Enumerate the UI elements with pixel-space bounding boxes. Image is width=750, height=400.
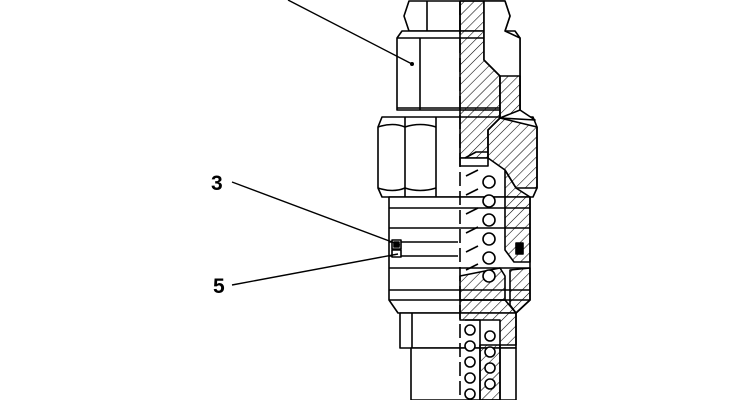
lower-spring — [464, 324, 496, 400]
upper-spring — [465, 169, 496, 283]
o-ring-seal — [391, 239, 402, 258]
callout-5: 5 — [213, 253, 399, 298]
callout-5-label: 5 — [213, 275, 225, 298]
callout-3-label: 3 — [211, 172, 223, 195]
callout-3: 3 — [211, 172, 401, 246]
callout-top-leader — [287, 0, 414, 66]
